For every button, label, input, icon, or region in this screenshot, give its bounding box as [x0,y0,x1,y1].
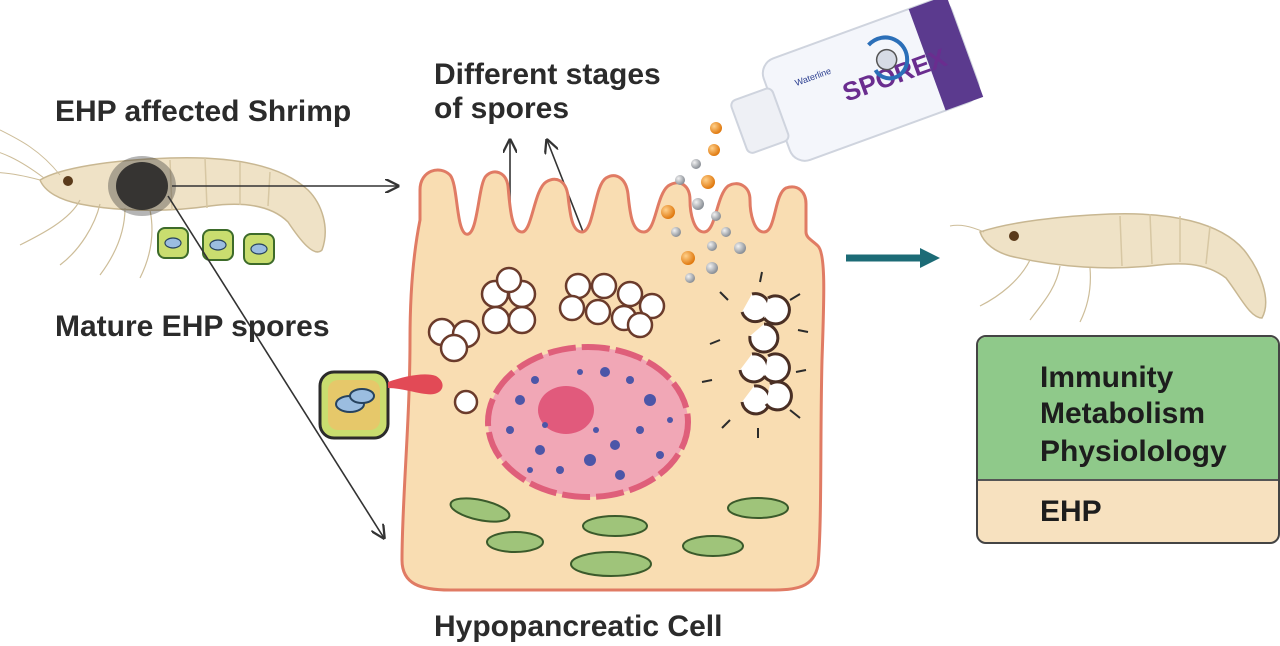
mature-spore-cell-large [318,370,443,440]
spore-cluster-stage-2 [558,272,666,339]
increased-item: Metabolism [1040,397,1206,430]
decreased-item: EHP [1040,495,1102,528]
label-mature-spores: Mature EHP spores [55,310,330,343]
outcome-panel: Immunity Metabolism Physiolology EHP [976,335,1280,544]
cell-nucleus [485,344,691,500]
label-stages-line-1: Different stages [434,58,661,91]
ruptured-spores [738,292,793,416]
increased-item: Immunity [1040,361,1174,394]
mature-spore-cells-small [157,227,275,265]
increased-panel: Immunity Metabolism Physiolology [978,337,1278,481]
arrow-shrimp-to-cell-bottom [167,195,384,538]
single-spore [453,389,479,415]
outcome-arrow [846,248,940,268]
sporex-bottle: SPOREX Waterline [730,0,984,162]
infected-shrimp-illustration [0,129,326,279]
spore-cluster-stage-3 [427,317,481,363]
rupture-burst-lines [701,271,809,438]
increased-item: Physiolology [1040,435,1227,468]
spore-cluster-stage-1 [480,266,537,335]
label-stages-line-2: of spores [434,92,570,125]
label-hypopancreatic-cell: Hypopancreatic Cell [434,610,723,643]
probiotic-granules [661,122,746,283]
mitochondria [449,497,789,577]
label-different-stages: Different stages of spores [434,58,661,126]
healthy-shrimp-illustration [949,213,1267,323]
label-ehp-affected-shrimp: EHP affected Shrimp [55,95,352,128]
